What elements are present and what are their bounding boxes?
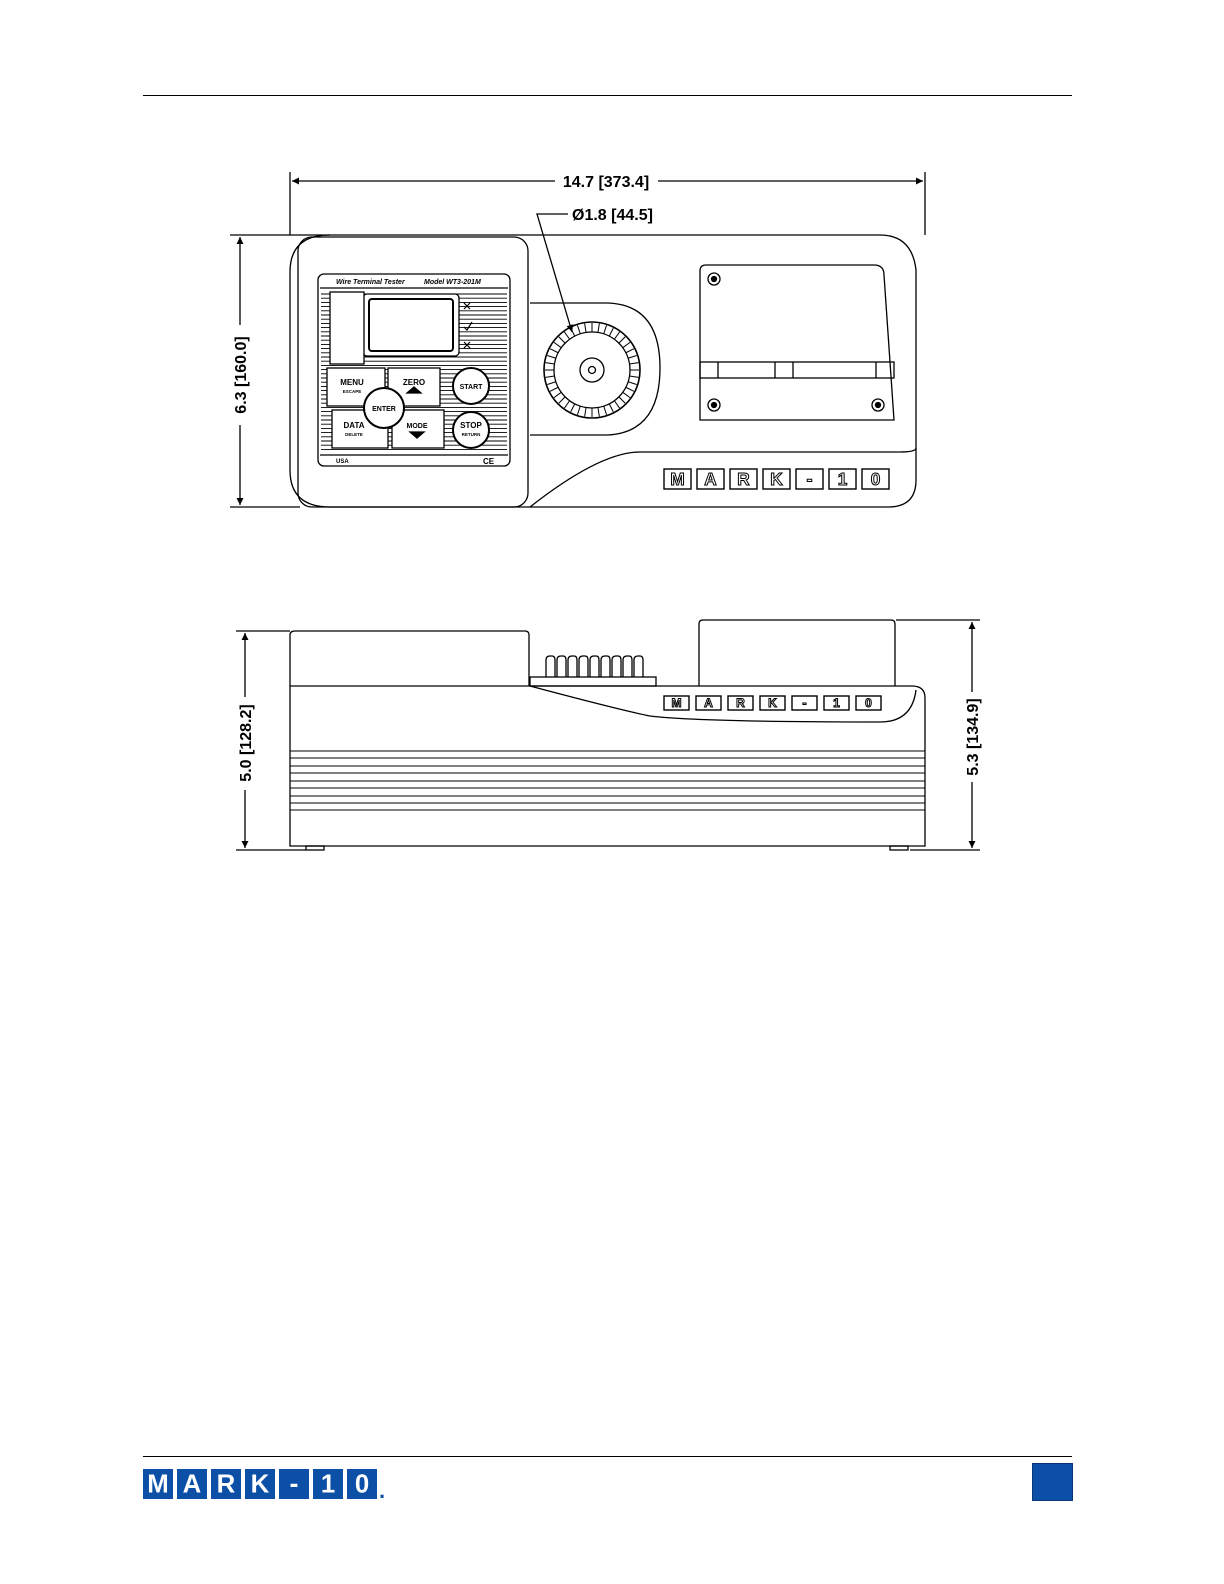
dial-leader [537, 214, 572, 332]
dial-center [589, 367, 596, 374]
enter-button-label: ENTER [372, 406, 396, 413]
width-dimension: 14.7 [373.4] [563, 174, 649, 191]
start-button-label: START [460, 384, 484, 391]
side-dial-knurl [546, 656, 643, 677]
upper-window [700, 265, 894, 420]
ce-mark: CE [483, 457, 495, 466]
footer-brand-letter: K [251, 1471, 270, 1499]
side-view [236, 620, 980, 850]
side-control-module [290, 631, 529, 686]
side-brand-letter: 1 [833, 696, 840, 710]
footer-brand-letter: - [290, 1469, 299, 1499]
data-button-sublabel: DELETE [345, 432, 363, 437]
window-screws [708, 273, 884, 411]
side-foot-left [306, 846, 324, 850]
front-brand-letter: K [770, 469, 783, 489]
dial-diameter-dimension: Ø1.8 [44.5] [572, 207, 653, 224]
page-number-box [1032, 1463, 1073, 1501]
dial-hub [580, 358, 604, 382]
panel-title-left: Wire Terminal Tester [336, 279, 406, 286]
side-left-height-dimension: 5.0 [128.2] [238, 704, 255, 781]
dial-inner-ring [554, 332, 630, 408]
side-window-module [699, 620, 895, 686]
side-brand-letter: K [768, 696, 777, 710]
side-brand-logo: M A R K - 1 0 [664, 696, 881, 710]
footer-brand-letter: 1 [321, 1471, 335, 1499]
side-brand-letter: A [704, 696, 713, 710]
front-height-dimension: 6.3 [160.0] [233, 336, 250, 413]
footer-brand-letter: M [147, 1471, 169, 1499]
stop-button-label: STOP [460, 421, 482, 430]
side-brand-letter: 0 [865, 696, 872, 710]
footer-brand-letter: A [183, 1471, 202, 1499]
lcd-bezel [363, 294, 459, 356]
stop-button-sublabel: RETURN [462, 432, 481, 437]
side-ribs [290, 751, 925, 810]
side-foot-right [890, 846, 908, 850]
side-brand-letter: R [736, 696, 745, 710]
front-brand-letter: - [807, 469, 813, 489]
menu-button-label: MENU [340, 378, 364, 387]
side-dial-base [530, 677, 656, 686]
side-brand-letter: M [671, 696, 681, 710]
panel-title-right: Model WT3-201M [424, 279, 481, 286]
footer-brand-dot: . [379, 1478, 385, 1499]
side-brand-letter: - [802, 696, 806, 710]
zero-button-label: ZERO [403, 378, 425, 387]
mode-button-label: MODE [407, 423, 428, 430]
menu-button-sublabel: ESCAPE [343, 389, 362, 394]
front-brand-letter: A [704, 469, 716, 489]
footer-brand-letter: 0 [355, 1471, 369, 1499]
usa-label: USA [336, 459, 349, 465]
data-button-label: DATA [343, 421, 364, 430]
dial-knurl [545, 323, 639, 417]
front-brand-letter: 1 [838, 469, 848, 489]
front-brand-letter: 0 [871, 469, 881, 489]
status-indicators [464, 303, 472, 348]
front-brand-letter: R [737, 469, 750, 489]
dial-outer-ring [544, 322, 640, 418]
lcd-frame [330, 292, 364, 364]
side-right-height-dimension: 5.3 [134.9] [965, 698, 982, 775]
window-hinge-bar [700, 362, 894, 378]
stop-button[interactable] [453, 412, 489, 448]
footer-brand-letter: R [217, 1471, 236, 1499]
front-brand-letter: M [670, 469, 684, 489]
